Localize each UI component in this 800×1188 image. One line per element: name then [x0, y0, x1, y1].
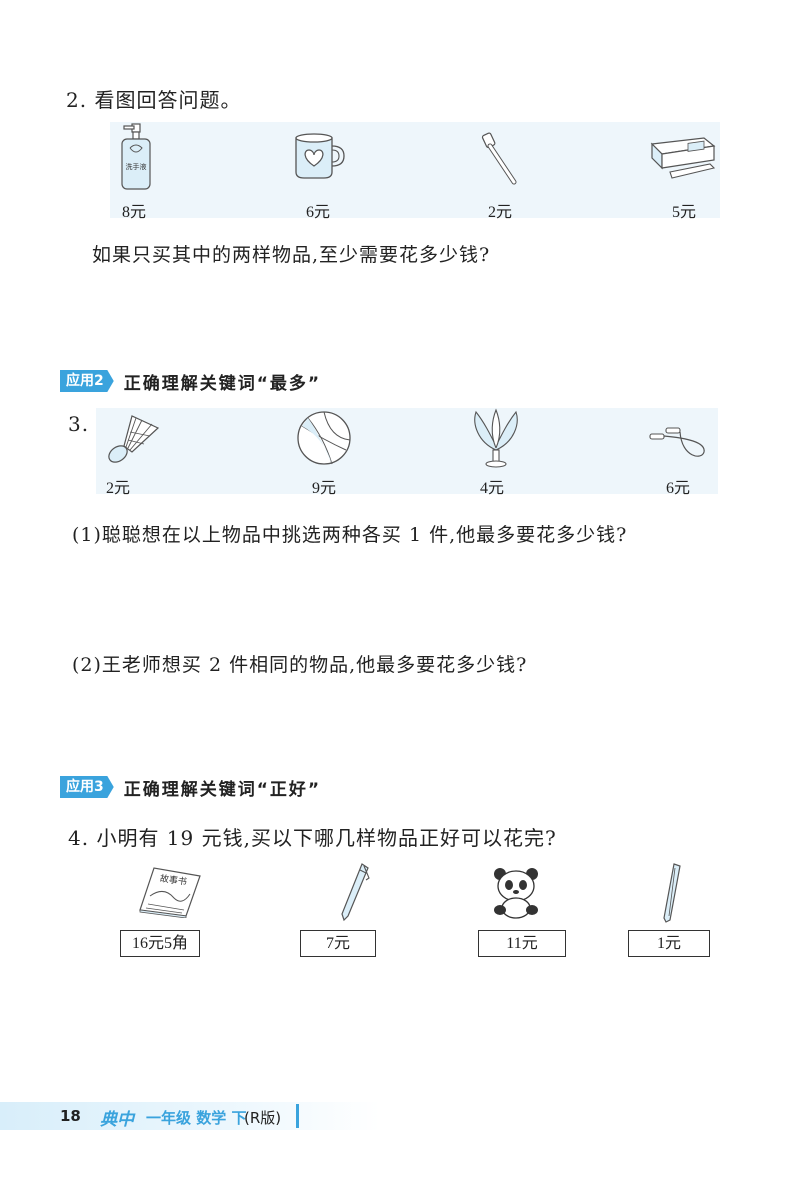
shuttlecock-icon [102, 410, 162, 466]
price-jump-rope: 6元 [666, 480, 691, 497]
price-tag-pencil-text: 1元 [629, 930, 709, 955]
price-tag-pen: 7元 [300, 930, 376, 957]
footer-divider [296, 1104, 299, 1128]
toothpaste-box-icon [648, 134, 718, 180]
question-3-sub-1: (1)聪聪想在以上物品中挑选两种各买 1 件,他最多要花多少钱? [72, 524, 628, 546]
panda-toy-icon [488, 864, 544, 920]
q3-image-strip [96, 408, 718, 494]
price-toothbrush: 2元 [488, 204, 513, 221]
question-2-title: 2. 看图回答问题。 [66, 88, 242, 112]
section-2-title: 正确理解关键词“最多” [123, 373, 322, 394]
section-2-badge: 应用2 [60, 370, 114, 392]
footer-band [0, 1102, 380, 1130]
brand-logo: 典中 [100, 1110, 134, 1130]
feather-jianzi-icon [468, 406, 524, 472]
price-soap: 8元 [122, 204, 147, 221]
pen-icon [336, 862, 372, 922]
soap-label: 洗手液 [125, 163, 147, 171]
price-mug: 6元 [306, 204, 331, 221]
price-tag-pencil: 1元 [628, 930, 710, 957]
toothbrush-icon [480, 130, 520, 186]
section-2-header: 应用2 正确理解关键词“最多” [60, 370, 322, 394]
price-tag-panda: 11元 [478, 930, 566, 957]
price-tag-panda-text: 11元 [479, 930, 565, 955]
price-shuttlecock: 2元 [106, 480, 131, 497]
question-2-text: 如果只买其中的两样物品,至少需要花多少钱? [92, 244, 491, 266]
section-3-header: 应用3 正确理解关键词“正好” [60, 776, 322, 800]
section-3-title: 正确理解关键词“正好” [123, 779, 322, 800]
section-3-badge: 应用3 [60, 776, 114, 798]
pencil-icon [660, 862, 684, 924]
footer-grade: 一年级 数学 下 [146, 1109, 247, 1127]
question-3-sub-2: (2)王老师想买 2 件相同的物品,他最多要花多少钱? [72, 654, 528, 676]
hand-soap-bottle-icon: 洗手液 [116, 122, 156, 192]
q2-image-strip [110, 122, 720, 218]
question-4-title: 4. 小明有 19 元钱,买以下哪几样物品正好可以花完? [68, 826, 557, 850]
page-number: 18 [60, 1107, 81, 1125]
price-tag-book-text: 16元5角 [121, 930, 199, 955]
price-ball: 9元 [312, 480, 337, 497]
price-jianzi: 4元 [480, 480, 505, 497]
price-toothpaste: 5元 [672, 204, 697, 221]
story-book-icon: 故事书 [134, 864, 204, 919]
price-tag-pen-text: 7元 [301, 930, 375, 955]
jump-rope-icon [646, 424, 710, 462]
price-tag-book: 16元5角 [120, 930, 200, 957]
mug-icon [292, 132, 348, 182]
footer-edition: (R版) [244, 1109, 282, 1127]
beach-ball-icon [296, 410, 352, 466]
question-3-number: 3. [68, 412, 90, 436]
